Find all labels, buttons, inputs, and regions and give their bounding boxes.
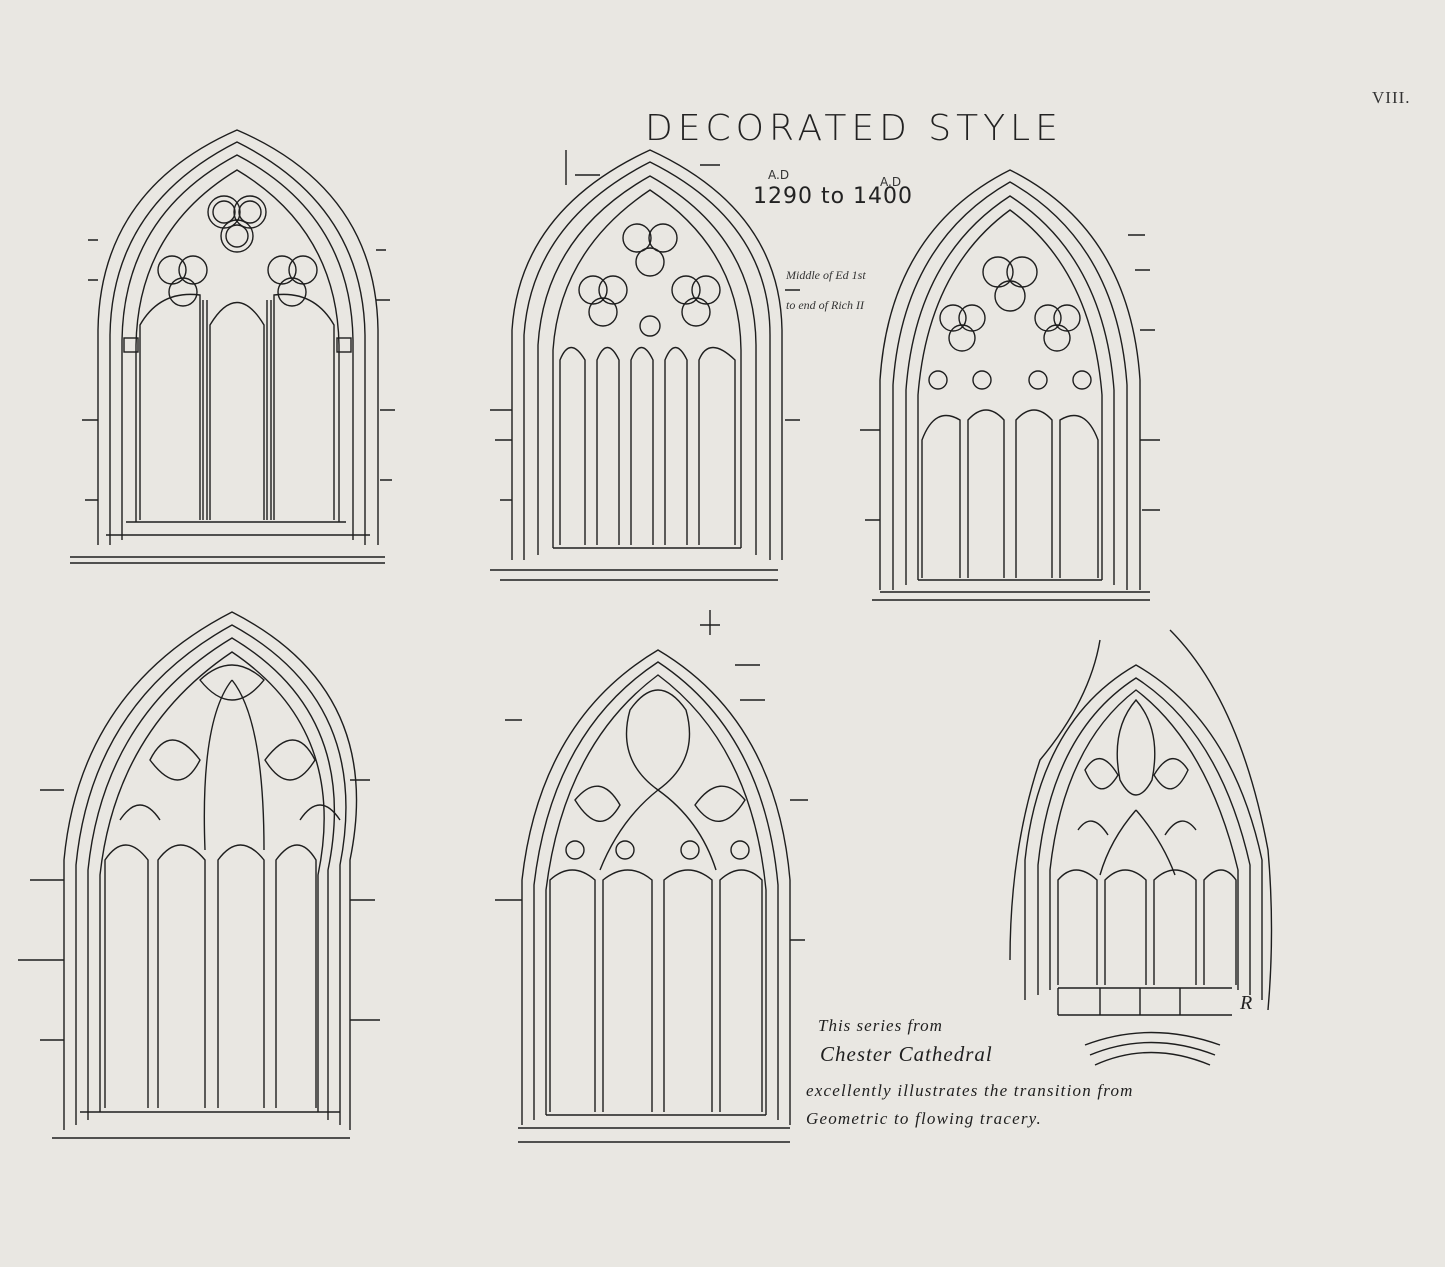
plate-title: DECORATED STYLE xyxy=(645,108,1063,149)
window-flowing-tracery xyxy=(1009,629,1273,1066)
caption-line-4: Geometric to flowing tracery. xyxy=(806,1109,1042,1128)
caption-line-3: excellently illustrates the transition f… xyxy=(806,1081,1134,1100)
window-geometric-five-light xyxy=(490,149,800,581)
ad-label-start: A.D xyxy=(768,168,790,182)
window-geometric-trefoils xyxy=(70,129,395,564)
window-transitional-reticulated xyxy=(18,611,380,1139)
caption-line-2: Chester Cathedral xyxy=(820,1042,993,1066)
plate-number: VIII. xyxy=(1372,88,1411,107)
caption-line-1: This series from xyxy=(818,1016,943,1035)
window-geometric-cusped xyxy=(860,169,1160,601)
reign-note-line-2: to end of Rich II xyxy=(786,298,864,312)
window-transitional-flowing xyxy=(495,610,808,1143)
reign-note: Middle of Ed 1st to end of Rich II xyxy=(786,260,896,320)
reign-note-line-1: Middle of Ed 1st xyxy=(786,268,866,282)
caption: This series from Chester Cathedral excel… xyxy=(806,1016,1326,1129)
date-range: 1290 to 1400 xyxy=(753,184,914,209)
artist-monogram: R xyxy=(1240,992,1253,1014)
ad-label-end: A.D xyxy=(880,175,902,189)
